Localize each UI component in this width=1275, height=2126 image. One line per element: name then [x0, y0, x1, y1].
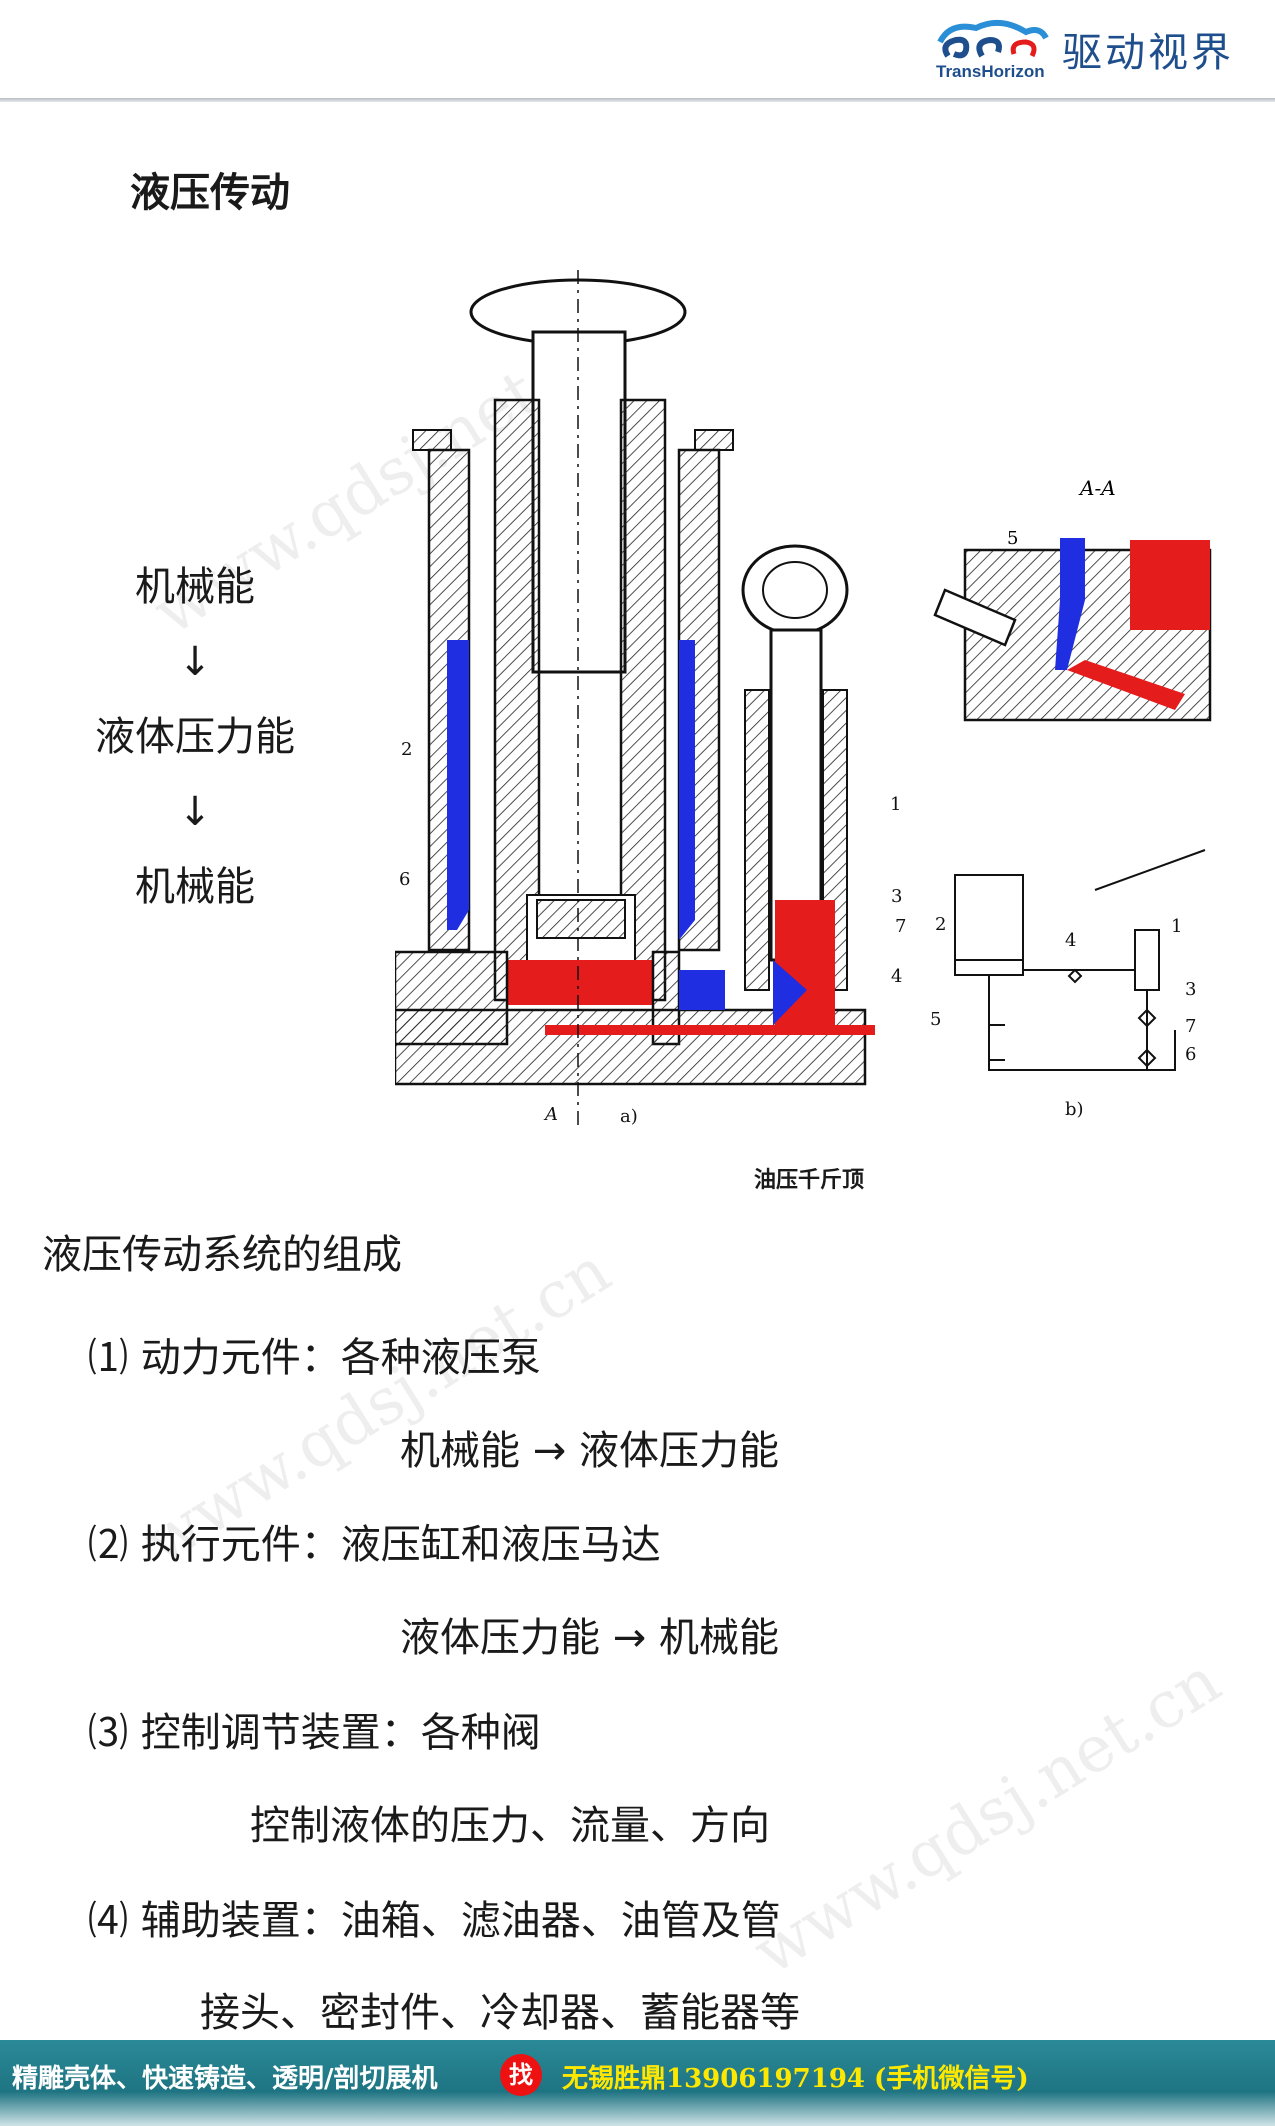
footer-banner: 精雕壳体、快速铸造、透明/剖切展机 找 无锡胜鼎13906197194 (手机微…	[0, 2040, 1275, 2126]
hand-pump	[741, 544, 849, 1030]
oil-low-pressure-right	[679, 640, 695, 940]
svg-text:3: 3	[1185, 979, 1196, 1000]
flow-step: 机械能	[135, 564, 255, 610]
svg-text:7: 7	[1185, 1016, 1196, 1037]
svg-text:a): a)	[620, 1106, 638, 1127]
svg-text:6: 6	[399, 869, 410, 890]
footer-contact: 无锡胜鼎13906197194 (手机微信号)	[562, 2064, 1029, 2094]
transhorizon-logo-icon	[937, 19, 1049, 59]
oil-high-pressure-line	[545, 1025, 875, 1035]
svg-text:6: 6	[1185, 1044, 1196, 1065]
watermark: www.qdsj.net.cn	[740, 1644, 1234, 1990]
svg-text:A: A	[543, 1104, 558, 1125]
list-item: 控制液体的压力、流量、方向	[250, 1803, 770, 1849]
list-item: 液体压力能 → 机械能	[400, 1615, 779, 1661]
oil-low-pressure-left	[447, 640, 469, 930]
oil-high-pressure-chamber	[507, 960, 653, 1005]
list-item: ⑴ 动力元件：各种液压泵	[88, 1335, 541, 1381]
flow-arrow: ↓	[178, 789, 212, 835]
svg-text:3: 3	[891, 886, 902, 907]
hydraulic-jack-diagram: A-A 5 2 6 1 3 7 4 2 1 4 5 3 7 6 A a) b)	[395, 270, 1212, 1130]
brand-cn: 驱动视界	[1062, 30, 1234, 76]
list-item: ⑷ 辅助装置：油箱、滤油器、油管及管	[88, 1898, 781, 1944]
list-item: 机械能 → 液体压力能	[400, 1428, 779, 1474]
list-item: ⑶ 控制调节装置：各种阀	[88, 1710, 541, 1756]
section-a-a: A-A 5	[933, 476, 1212, 722]
flow-step: 机械能	[135, 864, 255, 910]
svg-text:1: 1	[890, 794, 901, 815]
footer-services: 精雕壳体、快速铸造、透明/剖切展机	[12, 2064, 438, 2094]
svg-text:7: 7	[895, 916, 906, 937]
page-header: TransHorizon 驱动视界	[0, 0, 1275, 100]
flow-arrow: ↓	[178, 639, 212, 685]
svg-text:5: 5	[1007, 528, 1018, 549]
section-title: 液压传动系统的组成	[42, 1232, 402, 1278]
energy-flow: 机械能 ↓ 液体压力能 ↓ 机械能	[60, 555, 330, 930]
svg-text:4: 4	[1065, 930, 1076, 951]
part-number-labels: 2 6 1 3 7 4 2 1 4 5 3 7 6 A a) b)	[399, 739, 1196, 1127]
circuit-schematic-b	[954, 849, 1206, 1071]
list-item: 接头、密封件、冷却器、蓄能器等	[200, 1990, 800, 2036]
svg-text:4: 4	[891, 966, 902, 987]
brand-en: TransHorizon	[936, 62, 1045, 81]
footer-badge: 找	[500, 2054, 542, 2096]
jack-section-a	[395, 270, 875, 1130]
page-title: 液压传动	[130, 170, 290, 216]
list-item: ⑵ 执行元件：液压缸和液压马达	[88, 1522, 661, 1568]
svg-text:b): b)	[1065, 1099, 1084, 1120]
header-divider	[0, 98, 1275, 102]
svg-text:2: 2	[935, 914, 946, 935]
svg-text:A-A: A-A	[1078, 476, 1116, 500]
svg-text:2: 2	[401, 739, 412, 760]
svg-text:1: 1	[1171, 916, 1182, 937]
flow-step: 液体压力能	[95, 714, 295, 760]
svg-text:5: 5	[930, 1009, 941, 1030]
figure-caption: 油压千斤顶	[754, 1167, 865, 1193]
